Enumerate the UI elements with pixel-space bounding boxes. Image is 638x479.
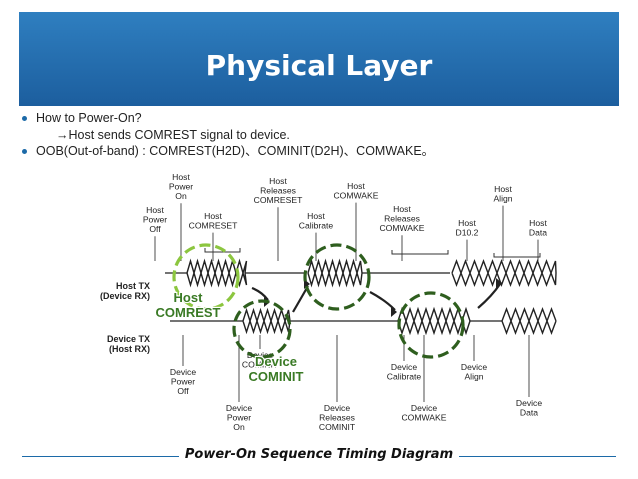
host-d10-burst (451, 259, 557, 287)
bullet-dot-icon (22, 116, 27, 121)
device-lane-label: Device TX(Host RX) (107, 334, 150, 354)
host-comwake-highlight (303, 243, 371, 311)
caption-text: Power-On Sequence Timing Diagram (178, 447, 460, 462)
host-comreset-brace (204, 248, 241, 253)
comwake-to-device-arrow (369, 291, 396, 311)
bullet-item: How to Power-On? (22, 110, 434, 127)
device-to-align-arrow-head (496, 278, 502, 288)
device-cominit-highlight (232, 299, 292, 359)
device-to-align-arrow (477, 283, 501, 309)
bullet-text: OOB(Out-of-band) : COMREST(H2D)、COMINIT(… (36, 144, 435, 158)
host-lane-label: Host TX(Device RX) (100, 281, 150, 301)
bullet-subtext: →Host sends COMREST signal to device. (56, 128, 290, 142)
bullet-list: How to Power-On? →Host sends COMREST sig… (22, 110, 434, 160)
cominit-to-comwake-arrow (292, 285, 309, 313)
comreset-to-cominit-arrow (251, 286, 269, 301)
bullet-dot-icon (22, 149, 27, 154)
slide-title: Physical Layer (205, 49, 433, 82)
host-releases-brace (391, 250, 449, 255)
host-comwake-burst (307, 258, 363, 288)
host-data-brace (493, 253, 541, 258)
device-cominit-burst (242, 307, 291, 335)
diagram-caption: Power-On Sequence Timing Diagram (0, 447, 638, 462)
comwake-to-device-arrow-head (391, 307, 397, 317)
host-comrest-highlight (172, 243, 240, 311)
caption-rule-right (446, 456, 616, 457)
caption-rule-left (22, 456, 192, 457)
title-banner: Physical Layer (19, 12, 619, 106)
bullet-item: OOB(Out-of-band) : COMREST(H2D)、COMINIT(… (22, 143, 434, 160)
device-comwake-highlight (397, 291, 465, 359)
device-comwake-burst (397, 306, 471, 336)
device-align-burst (501, 307, 557, 335)
bullet-text: How to Power-On? (36, 111, 142, 125)
